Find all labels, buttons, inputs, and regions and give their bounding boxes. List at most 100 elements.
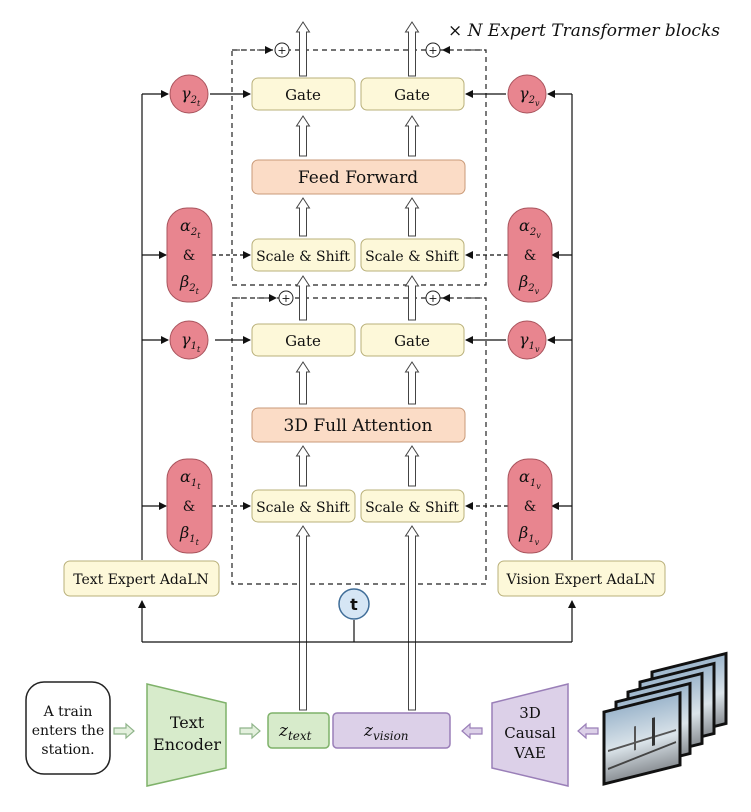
alpha1-text-sub: 1: [191, 478, 197, 489]
beta1-vision-sub: 1: [528, 534, 534, 545]
add-symbol: +: [277, 44, 286, 57]
svg-text:zvision: zvision: [363, 721, 409, 743]
vision-params: γ2v α2v & β2v γ1v α1v & β1v: [507, 74, 553, 554]
gamma1-text-sub: 1: [191, 341, 197, 352]
timestep-badge: [338, 588, 370, 620]
add-symbol: +: [428, 44, 437, 57]
upper-block-outline: [231, 49, 487, 286]
vision-param-dashed-lines: [465, 251, 508, 510]
gamma2-vision-sub: 2: [528, 95, 535, 106]
pipeline-arrows: [113, 722, 261, 740]
hollow-arrow: [404, 445, 420, 487]
upper-scale-shift-vision-box: [360, 238, 465, 272]
full-attention-label: 3D Full Attention: [284, 416, 433, 436]
svg-text:β2v: β2v: [518, 272, 540, 296]
gamma1-vision-badge: [507, 320, 547, 360]
add-symbol: +: [281, 292, 290, 305]
svg-text:γ2t: γ2t: [181, 84, 201, 108]
svg-text:γ2v: γ2v: [519, 84, 540, 108]
vision-adaln-label: Vision Expert AdaLN: [506, 572, 656, 588]
text-param-lines: [141, 90, 251, 560]
text-encoder-line: Text: [170, 713, 205, 732]
alpha2-text-subsub: t: [197, 231, 201, 240]
text-params: γ2t α2t & β2t γ1t α1t & β1t: [166, 74, 213, 554]
alpha2-vision-sub: 2: [529, 227, 536, 238]
hollow-arrow: [295, 275, 311, 321]
gamma2-vision-badge: [507, 74, 547, 114]
svg-text:γ1t: γ1t: [181, 330, 201, 354]
text-adaln-label: Text Expert AdaLN: [73, 572, 209, 588]
gamma2-vision-symbol: γ: [519, 84, 529, 103]
hollow-flow-arrows: [295, 21, 420, 711]
video-frames-image: [602, 651, 728, 786]
alpha-beta2-text-badge: [166, 207, 213, 303]
beta2-text-subsub: t: [196, 287, 200, 296]
vae-line: 3D: [519, 704, 541, 722]
alpha2-vision-symbol: α: [519, 216, 530, 235]
beta2-vision-sub: 2: [527, 283, 534, 294]
beta2-vision-symbol: β: [518, 272, 528, 291]
lower-block-outline: [231, 297, 487, 585]
beta2-vision-subsub: v: [535, 287, 540, 296]
feed-forward-label: Feed Forward: [298, 168, 418, 188]
vae-line: Causal: [504, 724, 556, 742]
text-adaln-box: [63, 560, 220, 597]
beta1-text-sub: 1: [189, 534, 195, 545]
z-text-symbol: z: [278, 721, 289, 741]
beta2-text-sub: 2: [188, 283, 195, 294]
svg-text:ztext: ztext: [278, 721, 312, 743]
beta1-vision-symbol: β: [518, 523, 528, 542]
alpha-beta2-vision-badge: [507, 207, 553, 303]
gamma1-vision-subsub: v: [535, 345, 540, 354]
main-stack: Gate Gate Feed Forward Scale & Shift Sca…: [251, 77, 466, 523]
timestep-lines: [138, 600, 576, 643]
add-symbol: +: [428, 292, 437, 305]
residual-dashed-arrows: [236, 46, 482, 302]
gamma2-text-sub: 2: [190, 95, 197, 106]
add-icon: [425, 290, 441, 306]
lower-scale-shift-vision-box: [360, 489, 465, 523]
gamma1-vision-symbol: γ: [519, 330, 529, 349]
svg-text:β2t: β2t: [179, 272, 200, 296]
prompt-line: enters the: [32, 723, 104, 739]
upper-gate-text-label: Gate: [285, 86, 321, 104]
residual-adds: + + + +: [274, 42, 441, 306]
lower-gate-vision-box: [360, 323, 465, 357]
hollow-arrow: [404, 275, 420, 321]
hollow-arrow: [404, 115, 420, 157]
add-icon: [425, 42, 441, 58]
z-text-sub: text: [288, 729, 312, 743]
hollow-arrow: [404, 361, 420, 405]
text-encoder-shape: [146, 683, 227, 787]
beta1-text-symbol: β: [179, 523, 189, 542]
svg-text:γ1v: γ1v: [519, 330, 540, 354]
alpha2-text-symbol: α: [180, 216, 191, 235]
add-icon: [274, 42, 290, 58]
beta1-text-subsub: t: [196, 538, 200, 547]
alpha-beta1-text-badge: [166, 458, 213, 554]
hollow-arrow: [295, 361, 311, 405]
svg-text:α2t: α2t: [180, 216, 201, 240]
vision-param-lines: [465, 90, 573, 560]
lower-gate-text-box: [251, 323, 356, 357]
lower-scale-shift-vision-label: Scale & Shift: [365, 500, 459, 516]
gamma2-text-symbol: γ: [181, 84, 191, 103]
svg-text:α1t: α1t: [180, 467, 201, 491]
z-vision-sub: vision: [373, 729, 409, 743]
blocks-title: × N Expert Transformer blocks: [448, 21, 720, 41]
z-vision-box: [332, 712, 451, 749]
hollow-arrow: [404, 197, 420, 237]
svg-text:α1v: α1v: [519, 467, 541, 491]
feed-forward-box: [251, 159, 466, 195]
beta1-vision-subsub: v: [535, 538, 540, 547]
text-param-dashed-lines: [212, 251, 251, 510]
hollow-arrow: [404, 525, 420, 711]
lower-gate-vision-label: Gate: [394, 332, 430, 350]
full-attention-box: [251, 407, 466, 443]
gamma2-vision-subsub: v: [535, 99, 540, 108]
upper-scale-shift-vision-label: Scale & Shift: [365, 249, 459, 265]
lower-gate-text-label: Gate: [285, 332, 321, 350]
gamma2-text-subsub: t: [197, 99, 201, 108]
vae-shape: [491, 683, 569, 787]
